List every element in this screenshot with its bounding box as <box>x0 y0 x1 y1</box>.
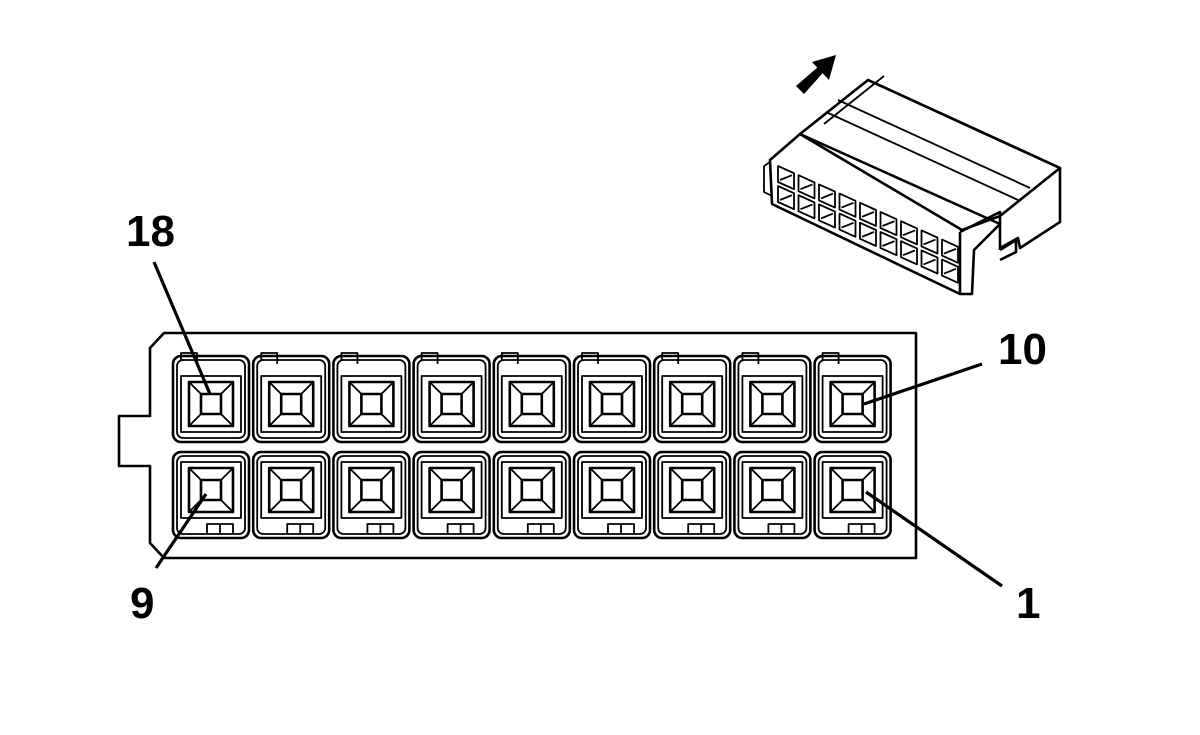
cavity <box>652 450 732 540</box>
pin-label-10: 10 <box>998 325 1047 374</box>
leader-line-9 <box>154 493 208 569</box>
iso-cavity <box>941 238 959 264</box>
iso-cavity <box>838 212 857 238</box>
leader-line-18 <box>152 261 212 395</box>
iso-cavity-divider <box>943 247 957 255</box>
iso-cavity-divider <box>923 238 936 246</box>
cavity <box>332 352 411 444</box>
iso-cavity <box>777 185 795 211</box>
connector-isometric-view <box>763 55 1062 296</box>
iso-cavity <box>920 229 939 255</box>
iso-cavity <box>900 220 918 246</box>
iso-cavity <box>941 258 959 284</box>
leader-line-1 <box>865 490 1003 588</box>
pin-label-1: 1 <box>1016 579 1040 628</box>
cavity <box>171 352 251 444</box>
iso-cavity-divider <box>943 267 957 275</box>
iso-cavity <box>818 203 836 229</box>
iso-cavity-divider <box>861 231 875 238</box>
iso-cavity-divider <box>779 194 793 201</box>
cavity <box>251 450 331 540</box>
cavity <box>412 450 491 540</box>
iso-cavity-divider <box>841 221 854 229</box>
direction-arrow-icon <box>796 55 836 94</box>
iso-cavity <box>859 221 877 247</box>
iso-cavity-divider <box>779 174 793 181</box>
iso-cavity <box>818 183 836 209</box>
cavity <box>733 450 812 540</box>
iso-cavity-divider <box>800 183 813 191</box>
cavity <box>813 352 892 444</box>
connector-face-outline <box>117 331 918 560</box>
iso-cavity <box>777 165 795 191</box>
connector-cavity-grid-isometric <box>777 165 959 284</box>
cavity <box>251 352 331 444</box>
connector-face-view <box>117 331 918 560</box>
iso-cavity <box>797 174 816 200</box>
iso-cavity-divider <box>882 220 895 227</box>
cavity <box>733 352 812 444</box>
iso-cavity-divider <box>882 240 895 247</box>
iso-cavity <box>920 249 939 275</box>
leader-line-10 <box>863 362 983 406</box>
iso-cavity <box>879 211 898 237</box>
cavity <box>412 352 491 444</box>
iso-cavity <box>900 240 918 266</box>
iso-cavity <box>859 201 877 227</box>
iso-cavity <box>838 192 857 218</box>
iso-cavity-divider <box>820 192 834 200</box>
cavity <box>572 450 652 540</box>
iso-cavity-divider <box>923 258 936 266</box>
cavity <box>572 352 652 444</box>
pin-label-18: 18 <box>126 207 175 256</box>
cavity <box>813 450 892 540</box>
iso-cavity-divider <box>902 229 916 237</box>
iso-cavity-divider <box>861 211 875 218</box>
cavity <box>492 450 572 540</box>
cavity <box>652 352 732 444</box>
iso-cavity <box>797 194 816 220</box>
cavity <box>492 352 572 444</box>
iso-cavity <box>879 231 898 257</box>
iso-cavity-divider <box>841 201 854 209</box>
iso-cavity-divider <box>800 203 813 211</box>
leader-lines <box>152 261 1003 588</box>
iso-cavity-divider <box>902 249 916 257</box>
cavity-grid <box>171 352 892 540</box>
connector-body <box>763 75 1062 296</box>
pin-label-9: 9 <box>130 579 154 628</box>
iso-cavity-divider <box>820 212 834 220</box>
cavity <box>332 450 411 540</box>
